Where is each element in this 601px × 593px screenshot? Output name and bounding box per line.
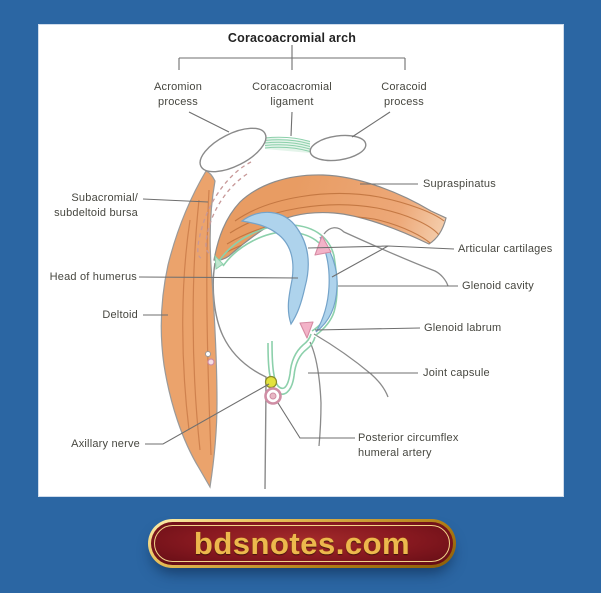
coracoid-bone-shape	[309, 134, 367, 162]
small-artery-dot	[207, 358, 215, 366]
label-axillary-nerve: Axillary nerve	[71, 438, 140, 450]
articular-cartilages-leader	[307, 245, 455, 278]
label-supraspinatus: Supraspinatus	[423, 178, 496, 190]
glenoid-labrum-leader	[314, 327, 421, 331]
label-articular-cartilages: Articular cartilages	[458, 243, 553, 255]
humeral-head-outline	[212, 262, 267, 490]
label-glenoid-labrum: Glenoid labrum	[424, 322, 502, 334]
diagram-title: Coracoacromial arch	[227, 31, 357, 45]
deltoid-muscle-shape	[160, 170, 218, 489]
humeral-head-cartilage	[240, 211, 309, 326]
bursa-leader	[142, 198, 209, 203]
label-head-of-humerus: Head of humerus	[49, 271, 137, 283]
diagram-panel: Coracoacromial arch Acromion process Cor…	[38, 24, 564, 497]
articular-cartilage-shapes	[240, 211, 338, 333]
small-vessel-dot	[205, 351, 211, 357]
label-posterior-circumflex-artery: Posterior circumflex humeral artery	[358, 432, 459, 459]
bdsnotes-badge[interactable]: bdsnotes.com	[148, 519, 456, 568]
label-glenoid-cavity: Glenoid cavity	[462, 280, 534, 292]
shoulder-diagram-svg	[138, 45, 458, 490]
leader-lines	[138, 111, 458, 445]
label-coracoid-process: Coracoid process	[381, 81, 427, 108]
label-deltoid: Deltoid	[102, 309, 138, 321]
axillary-nerve-leader	[145, 383, 270, 445]
coracoid-leader	[351, 111, 391, 138]
bdsnotes-badge-text: bdsnotes.com	[193, 525, 411, 561]
title-bracket	[178, 45, 406, 70]
axillary-nerve-dot	[264, 375, 278, 389]
posterior-circumflex-artery-ring	[264, 387, 282, 405]
scapula-upper-border	[323, 227, 449, 287]
label-coracoacromial-ligament: Coracoacromial ligament	[252, 81, 332, 108]
label-subacromial-bursa: Subacromial/ subdeltoid bursa	[54, 192, 138, 219]
acromion-bone-shape	[199, 127, 267, 173]
humerus-right-edge	[309, 341, 322, 447]
head-of-humerus-leader	[138, 276, 299, 279]
ligament-leader	[290, 111, 293, 137]
label-acromion-process: Acromion process	[153, 81, 203, 108]
artery-leader	[277, 402, 355, 439]
bdsnotes-badge-body: bdsnotes.com	[151, 522, 453, 565]
acromion-leader	[188, 111, 230, 133]
glenoid-cartilage	[315, 236, 338, 333]
label-joint-capsule: Joint capsule	[423, 367, 490, 379]
coracoacromial-ligament-shape	[264, 136, 311, 153]
glenoid-labrum-shapes	[299, 235, 332, 339]
scapula-lower-border	[313, 333, 389, 398]
subacromial-bursa-shape	[197, 161, 252, 259]
